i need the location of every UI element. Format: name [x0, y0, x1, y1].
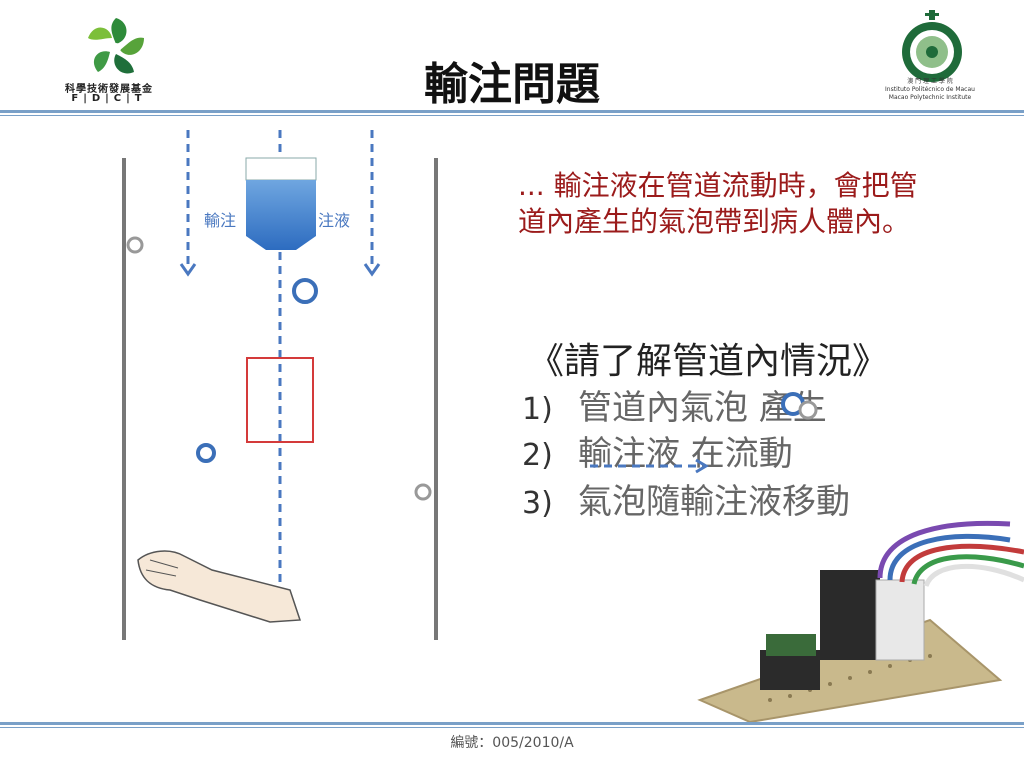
bubble-icon: [416, 485, 430, 499]
arm-icon: [138, 551, 300, 622]
ipm-name-line: 澳 門 理 工 學 院: [860, 78, 1000, 86]
right-flow-label: 注液: [318, 211, 350, 230]
bubble-icon: [198, 445, 214, 461]
list-item-number: 1): [522, 392, 578, 427]
flow-arrow-icon: [588, 456, 714, 476]
footer-code: 編號：005/2010/A: [0, 732, 1024, 752]
ipm-name: 澳 門 理 工 學 院 Instituto Politécnico de Mac…: [860, 78, 1000, 102]
ipm-name-line: Macao Polytechnic Institute: [860, 94, 1000, 102]
list-item-number: 2): [522, 438, 578, 473]
list-item-number: 3): [522, 486, 578, 521]
section-heading: 《請了解管道內情況》: [528, 332, 888, 384]
bubble-pair-icon: [780, 388, 820, 422]
ipm-seal-logo-icon: [892, 8, 972, 88]
header-rule-thin: [0, 115, 1024, 116]
footer-rule: [0, 722, 1024, 725]
iv-bag-icon: [246, 180, 316, 250]
header-rule: [0, 110, 1024, 113]
iv-diagram: 輸注 注液: [0, 120, 500, 650]
sensor-circuit-photo: [690, 510, 1024, 722]
explanation-note: ... 輸注液在管道流動時，會把管道內產生的氣泡帶到病人體內。: [518, 168, 938, 240]
left-flow-label: 輸注: [204, 211, 236, 230]
bubble-icon: [128, 238, 142, 252]
ipm-name-line: Instituto Politécnico de Macau: [860, 86, 1000, 94]
iv-bag-top: [246, 158, 316, 180]
footer-rule-thin: [0, 727, 1024, 728]
bubble-icon: [294, 280, 316, 302]
